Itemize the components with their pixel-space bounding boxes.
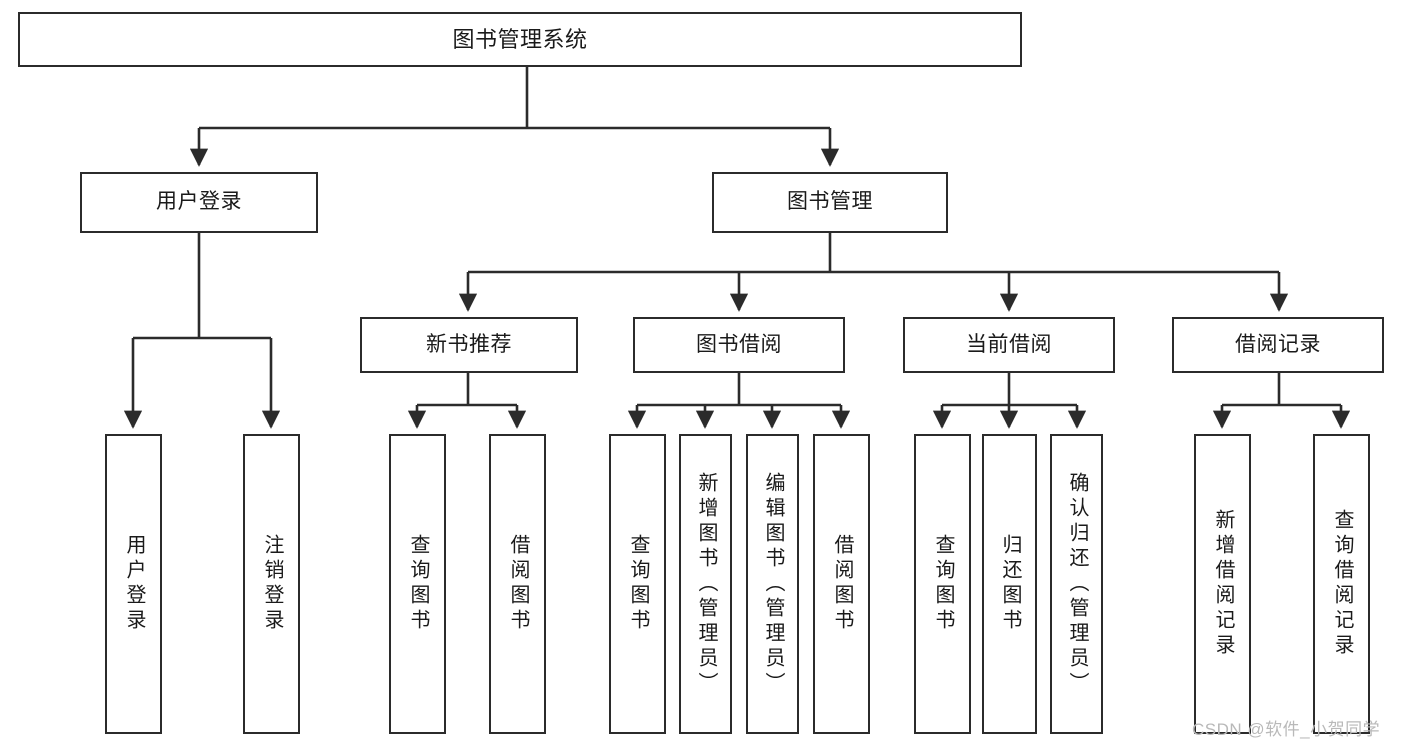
- leaf-borrow-record-add-label: 新增借阅记录: [1212, 509, 1234, 659]
- node-new-book-recommend[interactable]: 新书推荐: [360, 317, 578, 373]
- leaf-current-borrow-confirm[interactable]: 确认归还（管理员）: [1050, 434, 1103, 734]
- node-borrow-record-label: 借阅记录: [1235, 332, 1321, 356]
- leaf-borrow-record-query[interactable]: 查询借阅记录: [1313, 434, 1370, 734]
- leaf-borrow-record-add[interactable]: 新增借阅记录: [1194, 434, 1251, 734]
- node-current-borrow-label: 当前借阅: [966, 332, 1052, 356]
- leaf-book-borrow-borrow[interactable]: 借阅图书: [813, 434, 870, 734]
- leaf-user-login-signin-label: 用户登录: [123, 534, 145, 634]
- node-root-system[interactable]: 图书管理系统: [18, 12, 1022, 67]
- leaf-new-book-query-label: 查询图书: [407, 534, 429, 634]
- node-current-borrow[interactable]: 当前借阅: [903, 317, 1115, 373]
- leaf-current-borrow-return[interactable]: 归还图书: [982, 434, 1037, 734]
- node-new-book-recommend-label: 新书推荐: [426, 332, 512, 356]
- leaf-book-borrow-add-label: 新增图书（管理员）: [695, 471, 717, 697]
- leaf-book-borrow-edit-label: 编辑图书（管理员）: [762, 471, 784, 697]
- leaf-book-borrow-borrow-label: 借阅图书: [831, 534, 853, 634]
- node-borrow-record[interactable]: 借阅记录: [1172, 317, 1384, 373]
- leaf-current-borrow-query[interactable]: 查询图书: [914, 434, 971, 734]
- leaf-book-borrow-query[interactable]: 查询图书: [609, 434, 666, 734]
- node-root-system-label: 图书管理系统: [452, 26, 588, 52]
- leaf-current-borrow-return-label: 归还图书: [999, 534, 1021, 634]
- leaf-borrow-record-query-label: 查询借阅记录: [1331, 509, 1353, 659]
- node-book-borrow[interactable]: 图书借阅: [633, 317, 845, 373]
- leaf-current-borrow-query-label: 查询图书: [932, 534, 954, 634]
- node-book-borrow-label: 图书借阅: [696, 332, 782, 356]
- leaf-user-login-signout-label: 注销登录: [261, 534, 283, 634]
- leaf-new-book-query[interactable]: 查询图书: [389, 434, 446, 734]
- node-book-management-label: 图书管理: [787, 190, 873, 214]
- leaf-user-login-signin[interactable]: 用户登录: [105, 434, 162, 734]
- leaf-new-book-borrow-label: 借阅图书: [507, 534, 529, 634]
- node-user-login[interactable]: 用户登录: [80, 172, 318, 233]
- leaf-new-book-borrow[interactable]: 借阅图书: [489, 434, 546, 734]
- node-user-login-label: 用户登录: [156, 190, 242, 214]
- leaf-current-borrow-confirm-label: 确认归还（管理员）: [1066, 471, 1088, 697]
- leaf-book-borrow-edit[interactable]: 编辑图书（管理员）: [746, 434, 799, 734]
- leaf-book-borrow-add[interactable]: 新增图书（管理员）: [679, 434, 732, 734]
- leaf-user-login-signout[interactable]: 注销登录: [243, 434, 300, 734]
- node-book-management[interactable]: 图书管理: [712, 172, 948, 233]
- leaf-book-borrow-query-label: 查询图书: [627, 534, 649, 634]
